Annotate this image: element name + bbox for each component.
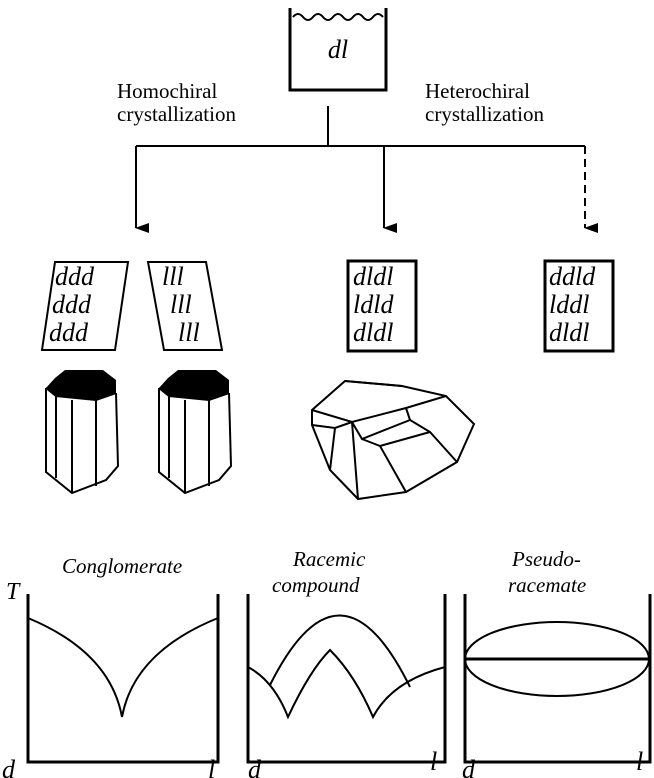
d-crystal-row: ddd (55, 262, 95, 291)
t-axis-label: T (6, 579, 21, 605)
conglomerate-diagram: Conglomerate d l (2, 554, 220, 778)
beaker-outline (288, 8, 388, 92)
pseudo-crystal-row: ddld (549, 262, 596, 291)
racemic-x-right: l (430, 747, 437, 776)
racemic-liquidus (247, 648, 446, 720)
pseudo-crystal-row: lddl (549, 290, 589, 319)
pseudo-crystal-outline (543, 259, 615, 353)
pseudo-x-left: d (462, 755, 476, 778)
homochiral-label-line2: crystallization (117, 102, 236, 126)
l-prism-crystal (158, 370, 233, 495)
branch-lines (135, 106, 598, 233)
pseudo-x-right: l (636, 747, 643, 776)
l-crystal-row: lll (162, 262, 184, 291)
l-crystal-row: lll (170, 290, 192, 319)
beaker: dl (288, 8, 388, 92)
racemic-x-left: d (248, 755, 262, 778)
racemic-crystal-row: dldl (353, 262, 393, 291)
heterochiral-label-line2: crystallization (425, 102, 544, 126)
d-prism-crystal (45, 370, 120, 495)
pseudo-racemate-diagram: Pseudo- racemate d l (462, 547, 652, 778)
racemic-compound-curve (269, 614, 411, 688)
racemic-title-line1: Racemic (292, 547, 366, 571)
homochiral-label-line1: Homochiral (117, 79, 217, 103)
racemic-crystal-row: dldl (353, 318, 393, 347)
racemic-title-line2: compound (272, 573, 360, 597)
pseudo-title-line2: racemate (508, 573, 586, 597)
pseudo-title-line1: Pseudo- (511, 547, 581, 571)
conglomerate-frame (26, 594, 220, 764)
d-crystal-row: ddd (49, 318, 89, 347)
beaker-content: dl (328, 35, 348, 64)
racemic-block-crystal (311, 379, 476, 501)
l-crystal-outline (146, 261, 224, 351)
pseudo-crystal-row: dldl (549, 318, 589, 347)
conglomerate-title: Conglomerate (62, 554, 182, 578)
conglomerate-x-right: l (208, 755, 215, 778)
heterochiral-label-line1: Heterochiral (425, 79, 530, 103)
d-crystal-outline (40, 261, 130, 351)
conglomerate-liquidus (27, 617, 219, 718)
racemic-crystal-box: dldl ldld dldl (346, 259, 418, 353)
conglomerate-x-left: d (2, 755, 16, 778)
d-crystal-row: ddd (52, 290, 92, 319)
pseudo-frame (463, 594, 652, 764)
d-crystal-box: ddd ddd ddd (40, 261, 130, 351)
l-crystal-box: lll lll lll (146, 261, 224, 351)
pseudo-crystal-box: ddld lddl dldl (543, 259, 615, 353)
racemic-compound-diagram: Racemic compound d l (246, 547, 447, 778)
liquid-surface (292, 13, 384, 21)
racemic-crystal-row: ldld (353, 290, 394, 319)
racemic-frame (246, 594, 447, 764)
racemic-crystal-outline (346, 259, 418, 353)
l-crystal-row: lll (178, 318, 200, 347)
